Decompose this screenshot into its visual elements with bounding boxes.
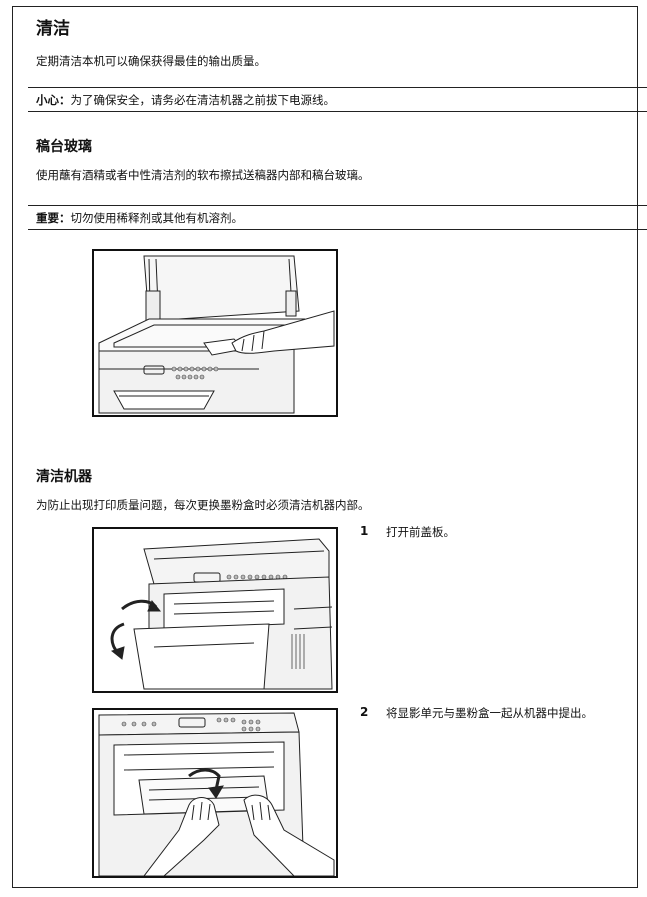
figure-clean-glass bbox=[92, 249, 338, 417]
caution-text: 为了确保安全，请务必在清洁机器之前拔下电源线。 bbox=[70, 93, 336, 107]
machine-intro: 为防止出现打印质量问题，每次更换墨粉盒时必须清洁机器内部。 bbox=[36, 498, 370, 512]
caution-bottom-rule bbox=[28, 111, 647, 112]
important-label: 重要： bbox=[36, 211, 71, 225]
caution-note: 小心：为了确保安全，请务必在清洁机器之前拔下电源线。 bbox=[36, 92, 335, 108]
step-2-number: 2 bbox=[360, 705, 369, 719]
figure-open-front-cover bbox=[92, 527, 338, 693]
cleaning-intro: 定期清洁本机可以确保获得最佳的输出质量。 bbox=[36, 54, 266, 68]
caution-top-rule bbox=[28, 87, 647, 88]
caution-label: 小心： bbox=[36, 93, 71, 107]
section-title-machine: 清洁机器 bbox=[36, 469, 92, 485]
figure-remove-developer-unit bbox=[92, 708, 338, 878]
step-1-number: 1 bbox=[360, 524, 369, 538]
step-1-text: 打开前盖板。 bbox=[386, 525, 455, 539]
glass-intro: 使用蘸有酒精或者中性清洁剂的软布擦拭送稿器内部和稿台玻璃。 bbox=[36, 168, 370, 182]
important-top-rule bbox=[28, 205, 647, 206]
step-2-text: 将显影单元与墨粉盒一起从机器中提出。 bbox=[386, 706, 593, 720]
page-frame bbox=[12, 6, 638, 888]
important-text: 切勿使用稀释剂或其他有机溶剂。 bbox=[70, 211, 244, 225]
section-title-glass: 稿台玻璃 bbox=[36, 139, 92, 155]
section-title-cleaning: 清洁 bbox=[36, 19, 70, 39]
important-bottom-rule bbox=[28, 229, 647, 230]
important-note: 重要：切勿使用稀释剂或其他有机溶剂。 bbox=[36, 210, 243, 226]
